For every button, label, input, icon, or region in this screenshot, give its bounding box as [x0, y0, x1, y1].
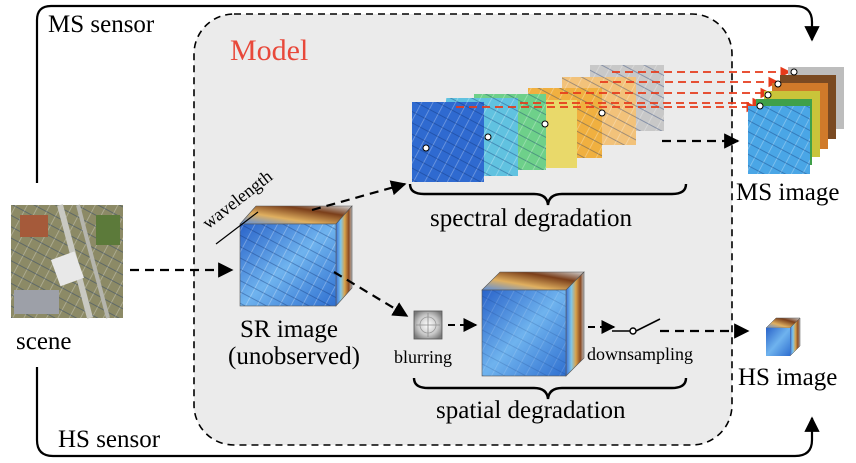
scene-label: scene — [16, 328, 72, 355]
sampling-switch-icon — [612, 318, 661, 335]
blurred-cube — [481, 271, 585, 377]
blur-kernel-icon — [413, 310, 443, 340]
band-mapping-arrows — [456, 66, 792, 113]
ms-sensor-label: MS sensor — [48, 11, 155, 38]
ms-sensor-path — [35, 4, 820, 183]
model-title: Model — [230, 34, 309, 67]
downsampling-label: downsampling — [587, 344, 693, 364]
hs-image-label: HS image — [738, 364, 838, 391]
spatial-degradation-label: spatial degradation — [436, 397, 626, 424]
wavelength-axis-line — [215, 211, 259, 245]
scene-image — [11, 204, 123, 319]
sr-image-label: SR image — [240, 316, 338, 343]
blurring-label: blurring — [394, 347, 452, 367]
spectral-degradation-label: spectral degradation — [430, 205, 632, 232]
spectral-band-stack — [412, 65, 664, 182]
hs-image-cube — [765, 317, 801, 357]
ms-image-stack — [748, 67, 844, 174]
spatial-brace — [412, 377, 688, 400]
sr-image-unobserved-label: (unobserved) — [228, 343, 360, 370]
sr-to-spectral-arrow — [311, 180, 407, 212]
hs-sensor-label: HS sensor — [58, 426, 161, 453]
sr-image-cube — [239, 205, 353, 307]
spectral-brace — [408, 183, 688, 206]
ms-image-label: MS image — [736, 179, 840, 206]
hs-sensor-path — [35, 367, 820, 458]
